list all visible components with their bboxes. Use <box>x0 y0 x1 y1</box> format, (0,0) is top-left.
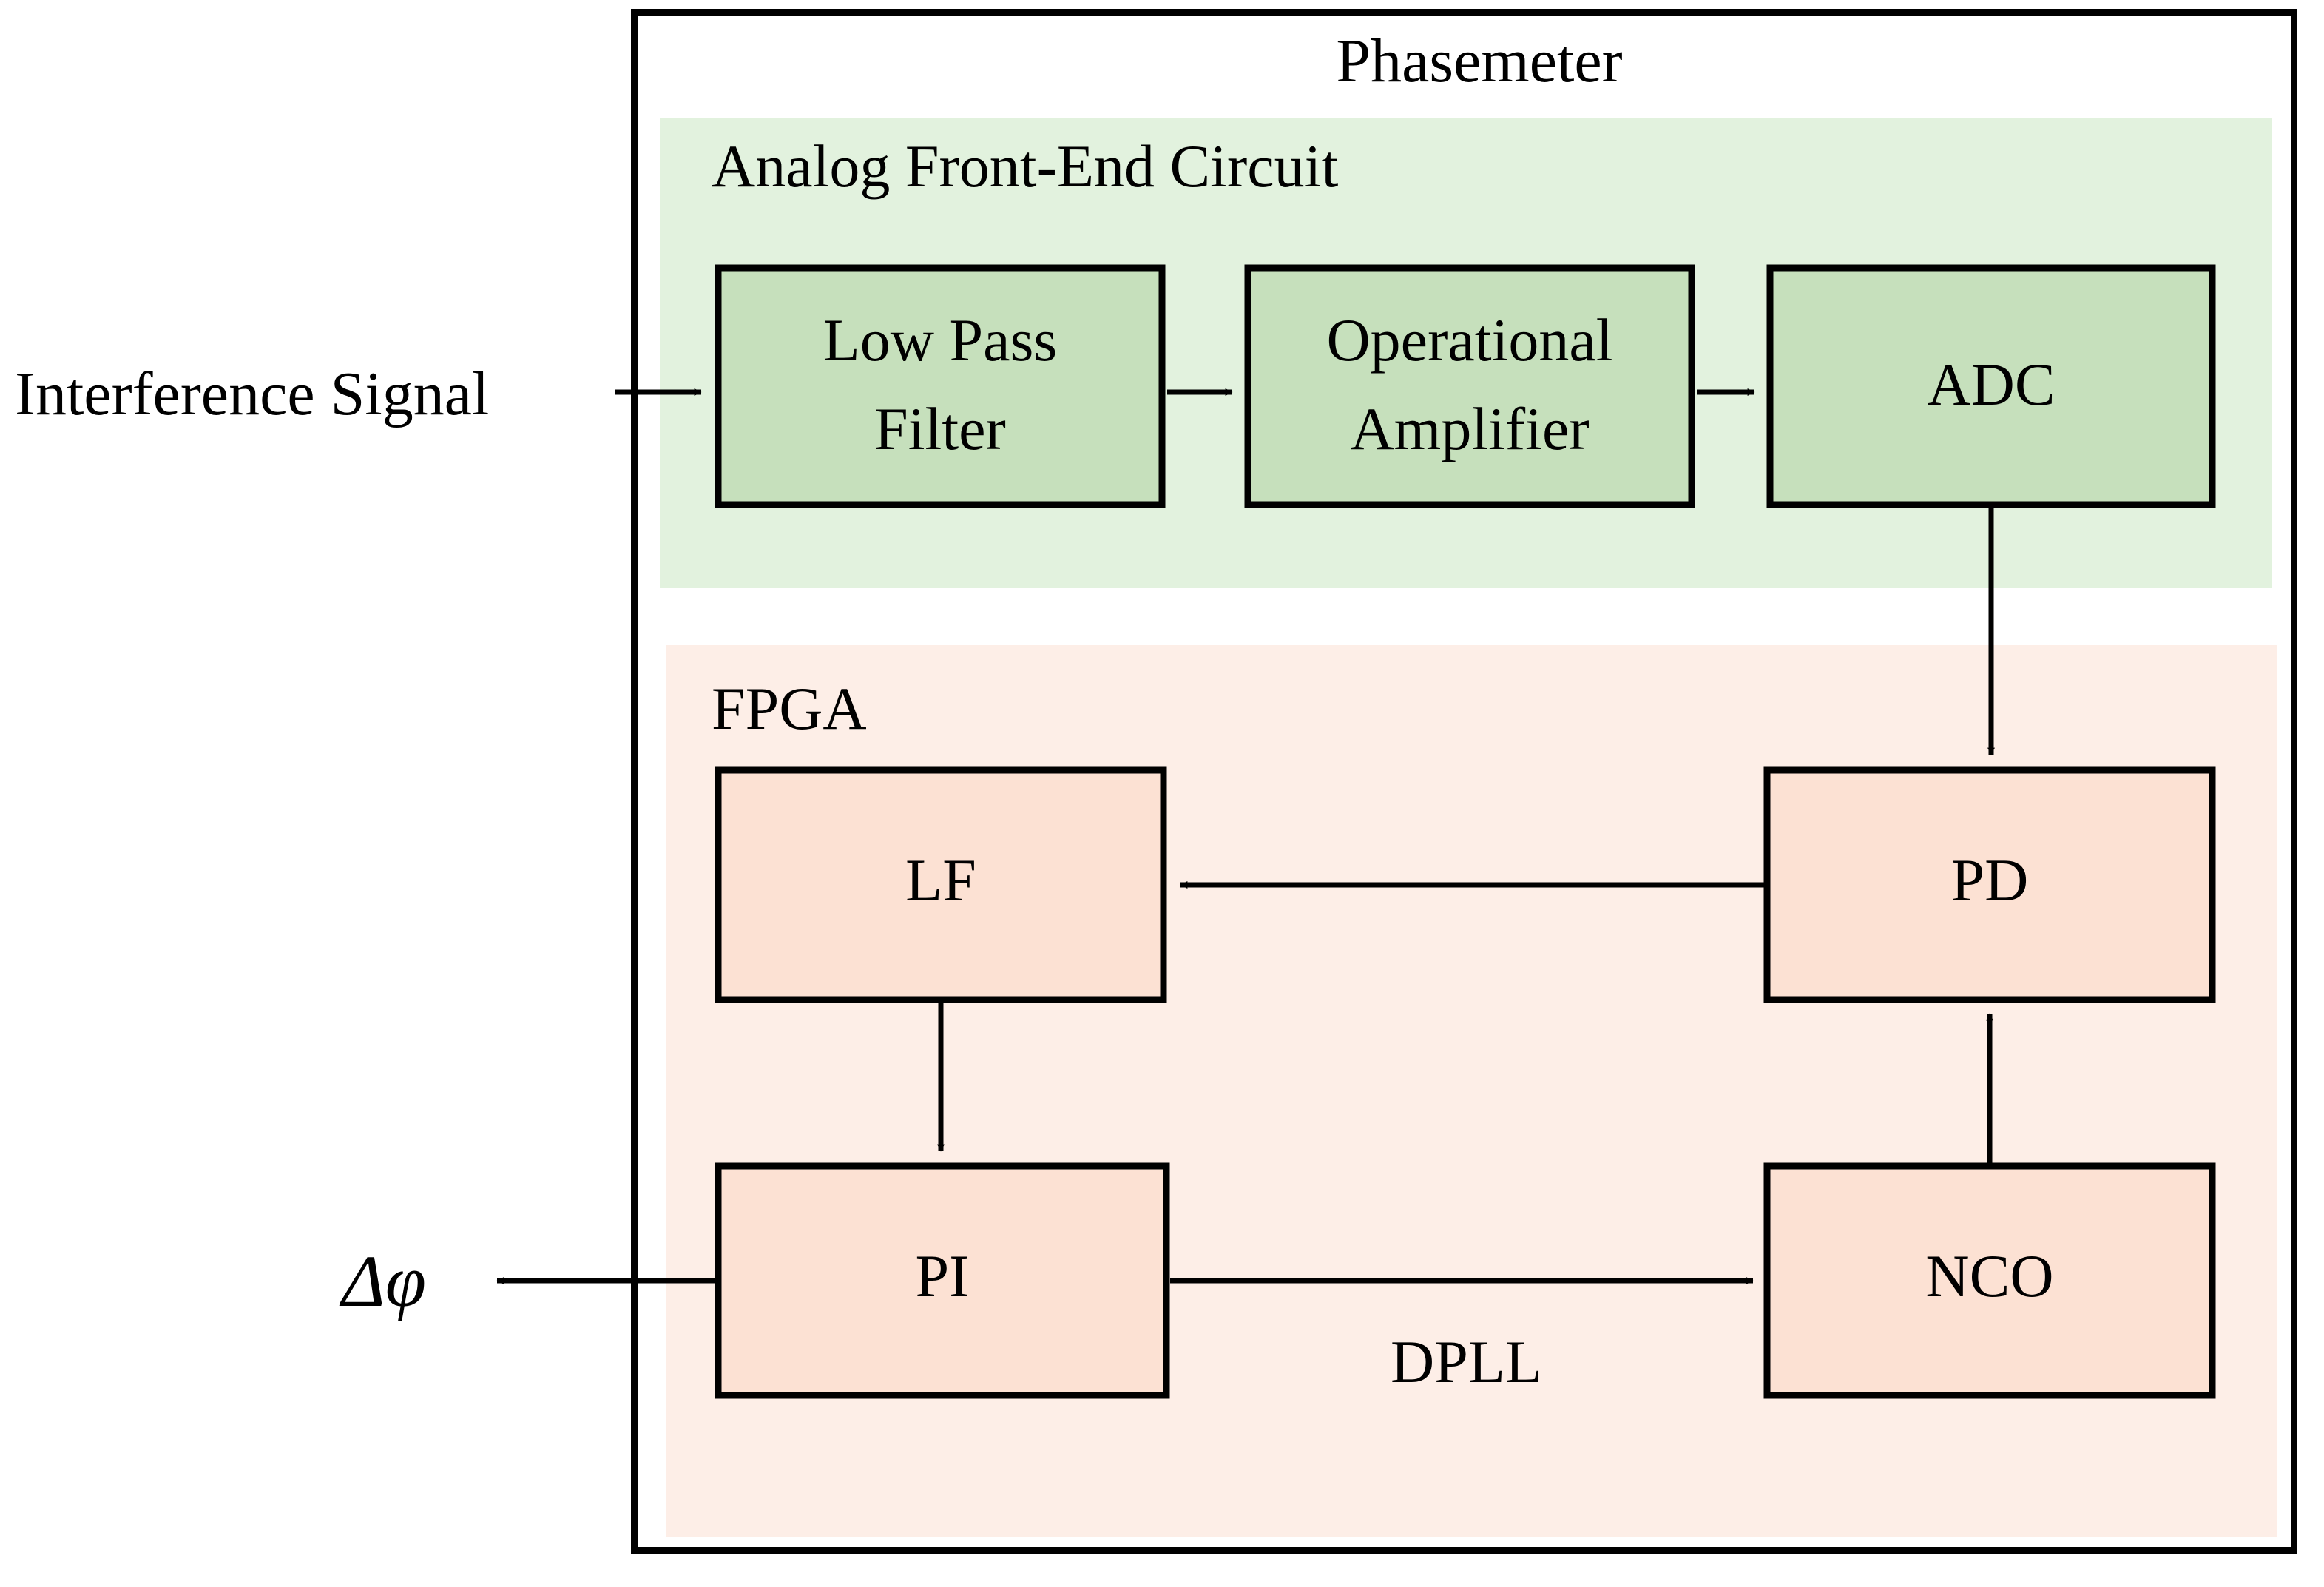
dpll-label: DPLL <box>1391 1328 1542 1395</box>
block-pd[interactable] <box>1763 766 2216 1003</box>
block-opamp-label-line2: Amplifier <box>1350 395 1589 462</box>
fpga-label: FPGA <box>712 675 867 742</box>
block-opamp[interactable] <box>1244 264 1695 508</box>
block-nco-label: NCO <box>1925 1242 2053 1310</box>
block-adc-label-line1: ADC <box>1927 351 2055 418</box>
block-lf[interactable] <box>715 766 1167 1003</box>
block-pi[interactable] <box>715 1162 1170 1399</box>
block-pd-label: PD <box>1951 846 2029 914</box>
block-lf-label: LF <box>905 846 976 914</box>
delta-phi-output-label: Δφ <box>339 1240 426 1322</box>
block-pi-label: PI <box>916 1242 970 1310</box>
block-lpf-label-line1: Low Pass <box>823 306 1058 374</box>
interference-signal-label: Interference Signal <box>15 360 489 428</box>
block-opamp-label-line1: Operational <box>1326 306 1612 374</box>
block-lpf-label-line2: Filter <box>874 395 1006 462</box>
block-nco[interactable] <box>1763 1162 2216 1399</box>
page-title: Phasemeter <box>1336 27 1622 95</box>
block-lpf[interactable] <box>715 264 1166 508</box>
block-adc[interactable] <box>1766 264 2216 508</box>
analog-front-end-label: Analog Front-End Circuit <box>712 132 1338 200</box>
